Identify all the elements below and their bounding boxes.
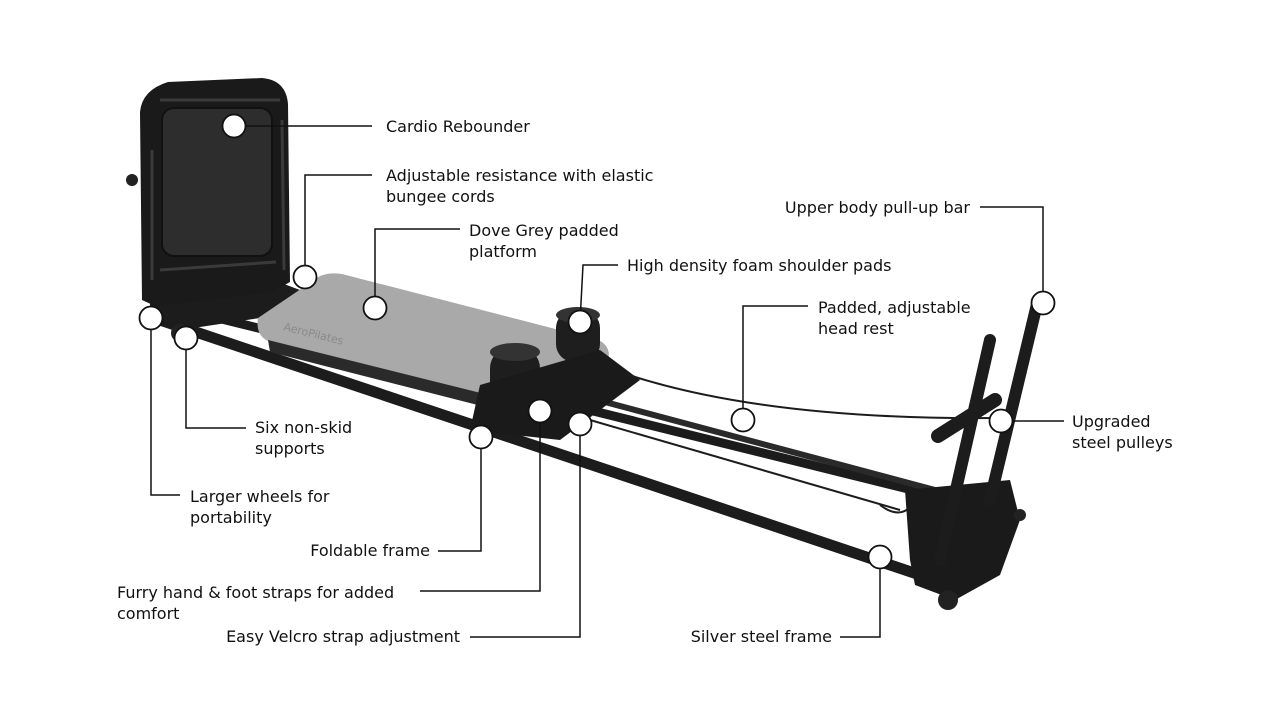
strap-lower — [589, 419, 901, 511]
rebounder-mat — [161, 107, 273, 257]
callout-leaders — [150, 125, 1064, 638]
label-padded-platform: Dove Grey padded platform — [469, 220, 619, 262]
label-line: Upper body pull-up bar — [784, 198, 970, 217]
rebounder-cords — [150, 98, 286, 280]
label-line: Furry hand & foot straps for added — [117, 583, 395, 602]
label-line: Foldable frame — [310, 541, 430, 560]
rebounder-assembly — [126, 78, 290, 306]
label-hand-foot-straps: Furry hand & foot straps for added comfo… — [117, 582, 394, 624]
carriage-bracket — [470, 350, 640, 440]
label-steel-pulleys: Upgraded steel pulleys — [1072, 411, 1173, 453]
bungee-straps — [589, 371, 996, 514]
leader-wheels — [150, 318, 180, 496]
leader-steel-frame — [840, 557, 881, 638]
marker-wheels — [138, 305, 164, 331]
label-velcro-strap: Easy Velcro strap adjustment — [150, 626, 460, 647]
marker-steel-frame — [867, 544, 893, 570]
leader-supports — [185, 338, 246, 429]
strap-upper — [619, 371, 996, 420]
marker-supports — [173, 325, 199, 351]
leader-bungee-cords — [304, 174, 372, 277]
leader-hand-foot-straps — [420, 411, 541, 592]
marker-hand-foot-straps — [527, 398, 553, 424]
label-line: bungee cords — [386, 187, 495, 206]
label-line: steel pulleys — [1072, 433, 1173, 452]
label-line: Dove Grey padded — [469, 221, 619, 240]
label-cardio-rebounder: Cardio Rebounder — [386, 116, 530, 137]
rebounder-cord-4 — [159, 260, 277, 272]
leader-foldable-frame — [438, 437, 482, 552]
label-bungee-cords: Adjustable resistance with elastic bunge… — [386, 165, 653, 207]
label-line: Adjustable resistance with elastic — [386, 166, 654, 185]
marker-padded-platform — [362, 295, 388, 321]
label-supports: Six non-skid supports — [255, 417, 352, 459]
foot-end-knob — [1014, 509, 1026, 521]
shoulder-pad-front-top — [490, 343, 540, 361]
label-pull-up-bar: Upper body pull-up bar — [738, 197, 970, 218]
label-line: supports — [255, 439, 325, 458]
rail-front — [154, 314, 941, 586]
foot-end-base — [905, 480, 1020, 600]
label-line: comfort — [117, 604, 180, 623]
leader-padded-platform — [374, 228, 460, 308]
label-foldable-frame: Foldable frame — [260, 540, 430, 561]
marker-shoulder-pads — [567, 309, 593, 335]
upright-right — [984, 294, 1044, 506]
label-steel-frame: Silver steel frame — [620, 626, 832, 647]
marker-head-rest — [730, 407, 756, 433]
upright-left — [934, 334, 996, 566]
label-line: Upgraded — [1072, 412, 1151, 431]
label-line: High density foam shoulder pads — [627, 256, 892, 275]
label-line: Easy Velcro strap adjustment — [226, 627, 460, 646]
callout-markers — [138, 113, 1056, 570]
rebounder-knob — [126, 174, 138, 186]
marker-cardio-rebounder — [221, 113, 247, 139]
label-line: Cardio Rebounder — [386, 117, 530, 136]
leader-velcro-strap — [470, 424, 581, 638]
label-line: platform — [469, 242, 537, 261]
strap-loop — [879, 504, 913, 514]
label-line: Six non-skid — [255, 418, 353, 437]
label-head-rest: Padded, adjustable head rest — [818, 297, 971, 339]
label-line: head rest — [818, 319, 894, 338]
label-line: Larger wheels for — [190, 487, 330, 506]
marker-foldable-frame — [468, 424, 494, 450]
reformer-machine: AeroPilates — [126, 78, 1044, 610]
marker-pull-up-bar — [1030, 290, 1056, 316]
label-wheels: Larger wheels for portability — [190, 486, 329, 528]
foot-end-wheel — [938, 590, 958, 610]
label-line: Padded, adjustable — [818, 298, 971, 317]
leader-head-rest — [742, 305, 808, 420]
label-shoulder-pads: High density foam shoulder pads — [627, 255, 891, 276]
marker-bungee-cords — [292, 264, 318, 290]
marker-velcro-strap — [567, 411, 593, 437]
label-line: portability — [190, 508, 272, 527]
shoulder-pads — [470, 307, 640, 440]
leader-shoulder-pads — [579, 264, 618, 323]
rebounder-cord-3 — [280, 119, 286, 271]
label-line: Silver steel frame — [690, 627, 832, 646]
leader-pull-up-bar — [980, 206, 1044, 303]
marker-steel-pulleys — [988, 408, 1014, 434]
